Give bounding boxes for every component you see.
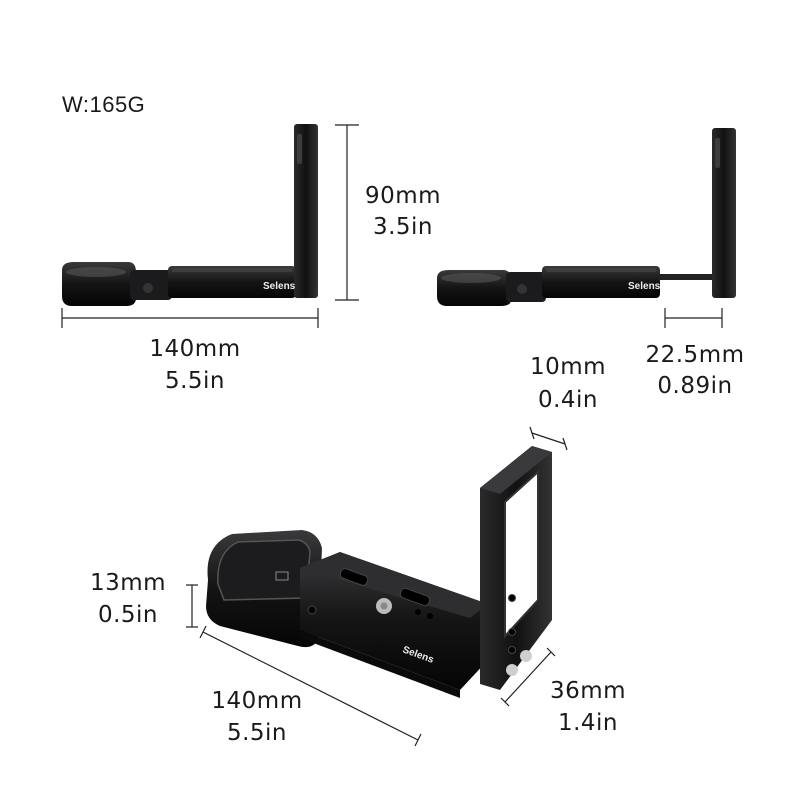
width-in-label: 5.5in (164, 368, 226, 394)
bracket-side-view-right: Selens (437, 128, 736, 306)
weight-label: W:165G (62, 92, 146, 117)
height-in-label: 3.5in (372, 214, 434, 240)
bracket-perspective-view: Selens (206, 446, 552, 698)
extension-mm-label: 22.5mm (645, 342, 745, 368)
thickness-in-label: 0.4in (537, 387, 599, 413)
height-dimension-line (335, 124, 359, 301)
width-mm-label: 140mm (149, 336, 241, 362)
depth-in-label: 1.4in (557, 710, 619, 736)
extension-dimension-line (664, 308, 723, 328)
depth-mm-label: 36mm (549, 678, 627, 704)
base-height-in-label: 0.5in (97, 602, 159, 628)
base-height-mm-label: 13mm (89, 570, 167, 596)
thickness-mm-label: 10mm (529, 354, 607, 380)
bracket-side-view-left: Selens (62, 124, 318, 306)
length-in-label: 5.5in (226, 720, 288, 746)
extension-in-label: 0.89in (657, 373, 733, 399)
perspective-dimension-lines (186, 426, 568, 747)
height-mm-label: 90mm (364, 183, 442, 209)
width-dimension-line (61, 308, 319, 328)
length-mm-label: 140mm (211, 688, 303, 714)
brand-logo-left: Selens (263, 281, 296, 292)
brand-logo-right: Selens (628, 281, 661, 292)
